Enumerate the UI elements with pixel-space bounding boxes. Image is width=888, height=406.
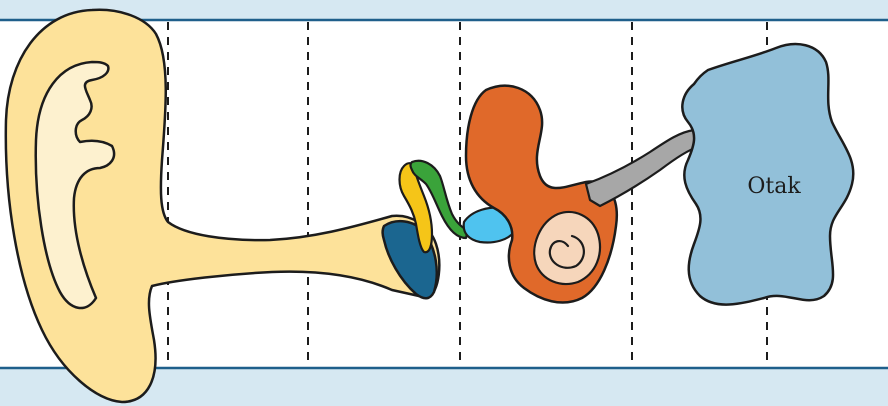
brain-label: Otak [747,174,801,199]
